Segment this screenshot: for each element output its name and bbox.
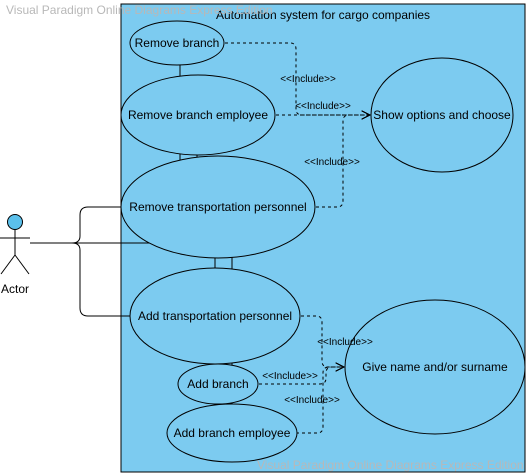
use-case-remove-transportation-personnel[interactable] [120,155,316,259]
include-lines [225,42,370,434]
include-remove-branch-to-show [225,42,370,115]
actor-label: Actor [1,282,29,296]
label-add-transportation-personnel: Add transportation personnel [138,309,292,323]
association-remove-transportation [30,206,122,244]
association-add-transportation [30,242,130,317]
include-add-employee-to-give [296,367,344,434]
label-add-branch: Add branch [187,377,248,391]
use-case-give-name[interactable] [344,299,526,435]
label-remove-branch: Remove branch [135,36,220,50]
label-show-options: Show options and choose [373,108,511,122]
actor[interactable] [0,214,30,275]
include-label-3: <<Include>> [304,157,360,168]
watermark-top: Visual Paradigm Online Diagrams Express … [6,3,273,17]
use-case-add-branch[interactable] [177,363,259,405]
include-label-6: <<Include>> [284,395,340,406]
label-remove-transportation-personnel: Remove transportation personnel [129,200,306,214]
label-give-name: Give name and/or surname [362,360,508,374]
include-label-5: <<Include>> [262,371,318,382]
include-label-4: <<Include>> [317,337,373,348]
watermark-bottom: Visual Paradigm Online Diagrams Express … [257,458,524,472]
use-case-remove-branch-employee[interactable] [120,74,276,156]
actor-head-icon [7,214,23,230]
label-remove-branch-employee: Remove branch employee [128,108,268,122]
use-case-show-options[interactable] [370,57,514,173]
include-add-branch-to-give [259,367,344,385]
include-add-transport-to-give [301,315,344,367]
use-case-remove-branch[interactable] [129,20,225,66]
include-label-1: <<Include>> [280,74,336,85]
use-cases [120,20,526,463]
include-label-2: <<Include>> [295,101,351,112]
label-add-branch-employee: Add branch employee [174,426,291,440]
use-case-add-branch-employee[interactable] [166,403,298,463]
system-title: Automation system for cargo companies [216,8,430,22]
